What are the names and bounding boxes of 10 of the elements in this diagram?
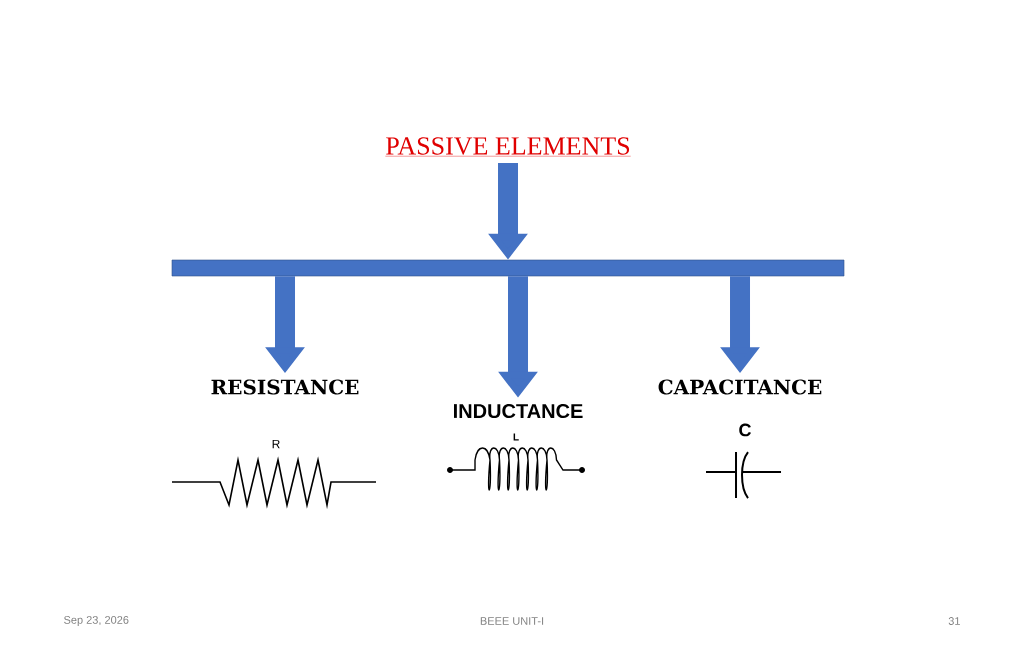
footer-text: BEEE UNIT-I (480, 617, 544, 625)
symbol-label: L (513, 433, 519, 441)
category-label: CAPACITANCE (658, 379, 822, 395)
symbol-label: C (739, 423, 752, 437)
category-label: INDUCTANCE (454, 403, 583, 419)
title-text: PASSIVE ELEMENTS (385, 137, 631, 157)
footer-date: Sep 23, 2026 (64, 616, 129, 626)
category-label: RESISTANCE (211, 379, 359, 395)
page-number: 31 (948, 617, 960, 625)
symbol-label: R (272, 439, 280, 449)
